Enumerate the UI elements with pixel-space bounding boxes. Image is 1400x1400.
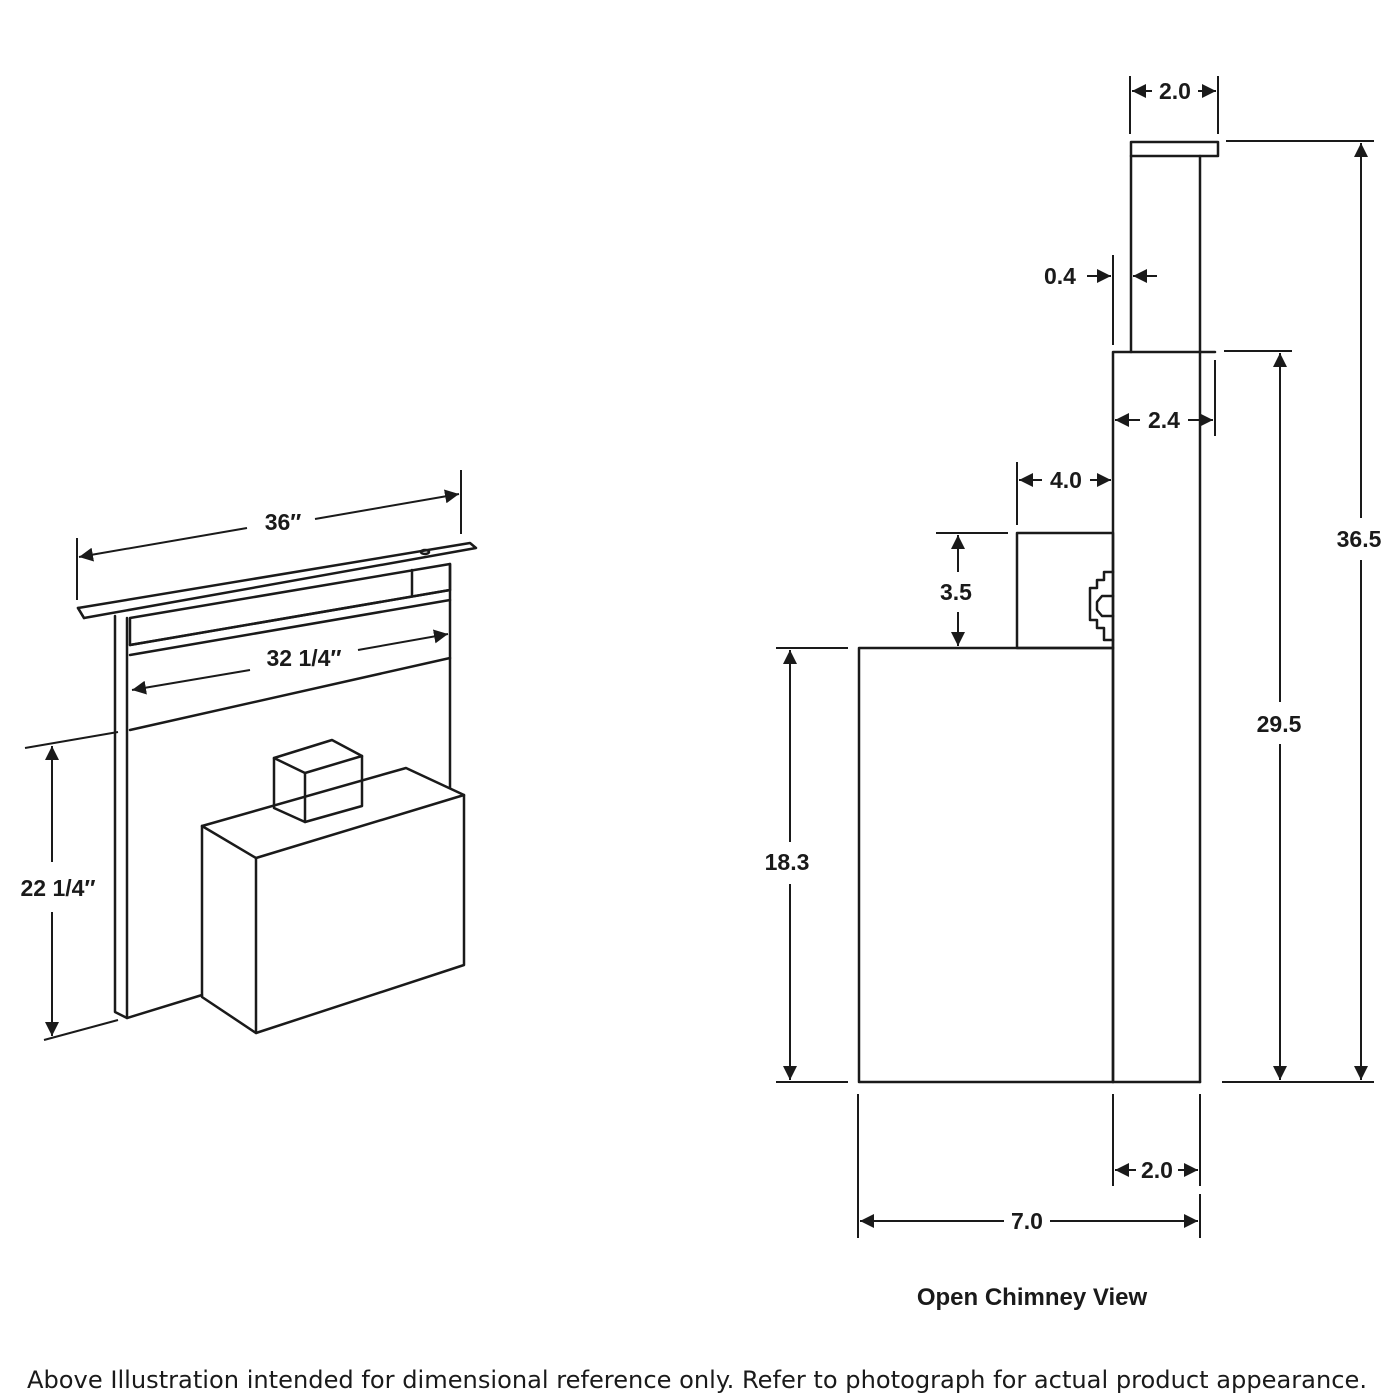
dim-total-depth-label: 7.0 — [1011, 1208, 1043, 1234]
dim-upper-width-label: 2.4 — [1148, 407, 1180, 433]
control-knob — [419, 548, 431, 556]
bracket-detail — [1088, 570, 1115, 642]
dim-height-label: 22 1/4″ — [21, 875, 96, 901]
dim-32-arrow-left — [131, 669, 251, 695]
dim-motor-height-label: 3.5 — [940, 579, 972, 605]
dim-top-width-label: 2.0 — [1159, 78, 1191, 104]
dim-bottom-width-label: 2.0 — [1141, 1157, 1173, 1183]
dim-lower-height-label: 29.5 — [1257, 711, 1302, 737]
dim-wall-offset-label: 0.4 — [1044, 263, 1076, 289]
side-rail — [113, 614, 129, 1020]
dim-36-arrow-left — [78, 527, 248, 562]
dim-32-arrow-right — [357, 629, 449, 651]
main-body — [857, 646, 1115, 1084]
dim-total-height-label: 36.5 — [1337, 526, 1382, 552]
motor-box — [1015, 531, 1115, 650]
motor-cube — [272, 738, 364, 824]
panel-divider — [128, 656, 452, 732]
view-title: Open Chimney View — [917, 1284, 1148, 1311]
top-cap — [1129, 140, 1220, 158]
dim-motor-depth-label: 4.0 — [1050, 467, 1082, 493]
dim-36-arrow-right — [314, 489, 460, 520]
dim-width-overall-label: 36″ — [265, 509, 302, 535]
isometric-view: 36″ 32 1/4″ 22 1/4″ — [21, 470, 478, 1041]
footer-note: Above Illustration intended for dimensio… — [27, 1366, 1367, 1394]
top-bar — [128, 562, 452, 647]
blower-box — [200, 766, 466, 1035]
side-view: 2.0 0.4 2.4 4.0 3.5 18.3 29.5 — [765, 76, 1382, 1311]
dim-body-height-label: 18.3 — [765, 849, 810, 875]
chimney — [1129, 154, 1202, 1084]
dim-width-inner-label: 32 1/4″ — [267, 645, 342, 671]
